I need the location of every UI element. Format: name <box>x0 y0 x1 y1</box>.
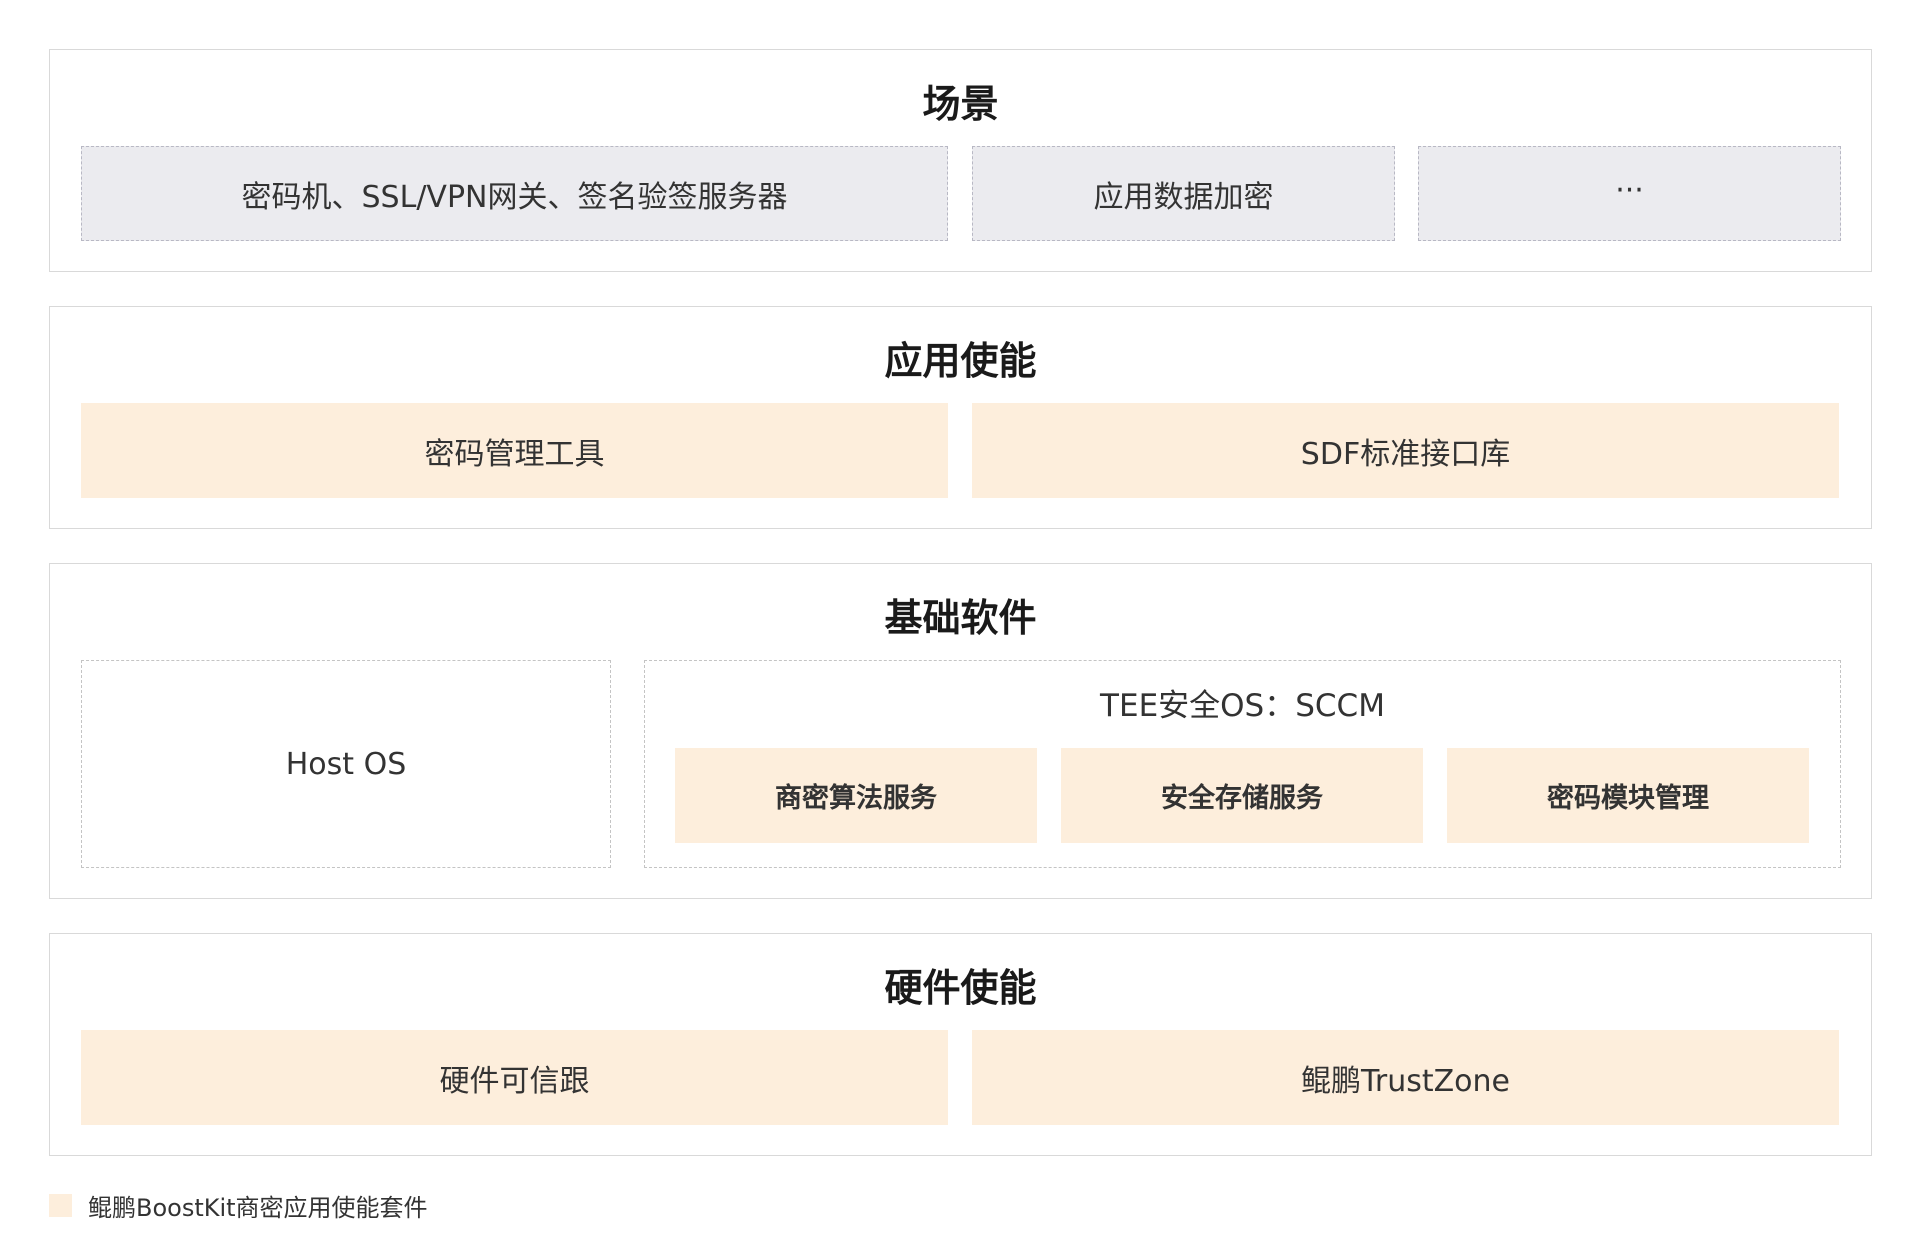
hw-enable-layer-title: 硬件使能 <box>884 966 1037 1010</box>
scene-layer-title: 场景 <box>922 82 999 126</box>
tee-item-crypto-module-management: 密码模块管理 <box>1447 748 1809 843</box>
hw-enable-layer: 硬件使能 硬件可信跟 鲲鹏TrustZone <box>49 933 1872 1156</box>
scene-item-app-data-encryption: 应用数据加密 <box>972 146 1395 241</box>
tee-os-box: TEE安全OS：SCCM 商密算法服务 安全存储服务 密码模块管理 <box>644 660 1841 868</box>
app-enable-layer-title: 应用使能 <box>884 339 1037 383</box>
app-item-sdf-interface-library: SDF标准接口库 <box>972 403 1839 498</box>
base-software-layer-title: 基础软件 <box>884 596 1037 640</box>
tee-item-commercial-crypto-algorithm: 商密算法服务 <box>675 748 1037 843</box>
base-software-layer: 基础软件 Host OS TEE安全OS：SCCM 商密算法服务 安全存储服务 … <box>49 563 1872 899</box>
tee-item-secure-storage: 安全存储服务 <box>1061 748 1423 843</box>
legend: 鲲鹏BoostKit商密应用使能套件 <box>49 1188 428 1223</box>
scene-layer: 场景 密码机、SSL/VPN网关、签名验签服务器 应用数据加密 ··· <box>49 49 1872 272</box>
legend-swatch <box>49 1194 72 1217</box>
host-os-box: Host OS <box>81 660 611 868</box>
scene-item-more: ··· <box>1418 146 1841 241</box>
app-item-key-management-tool: 密码管理工具 <box>81 403 948 498</box>
tee-os-title: TEE安全OS：SCCM <box>1100 688 1385 724</box>
app-enable-layer: 应用使能 密码管理工具 SDF标准接口库 <box>49 306 1872 529</box>
legend-label: 鲲鹏BoostKit商密应用使能套件 <box>88 1194 428 1222</box>
scene-item-crypto-devices: 密码机、SSL/VPN网关、签名验签服务器 <box>81 146 948 241</box>
hw-item-trusted-root: 硬件可信跟 <box>81 1030 948 1125</box>
hw-item-kunpeng-trustzone: 鲲鹏TrustZone <box>972 1030 1839 1125</box>
